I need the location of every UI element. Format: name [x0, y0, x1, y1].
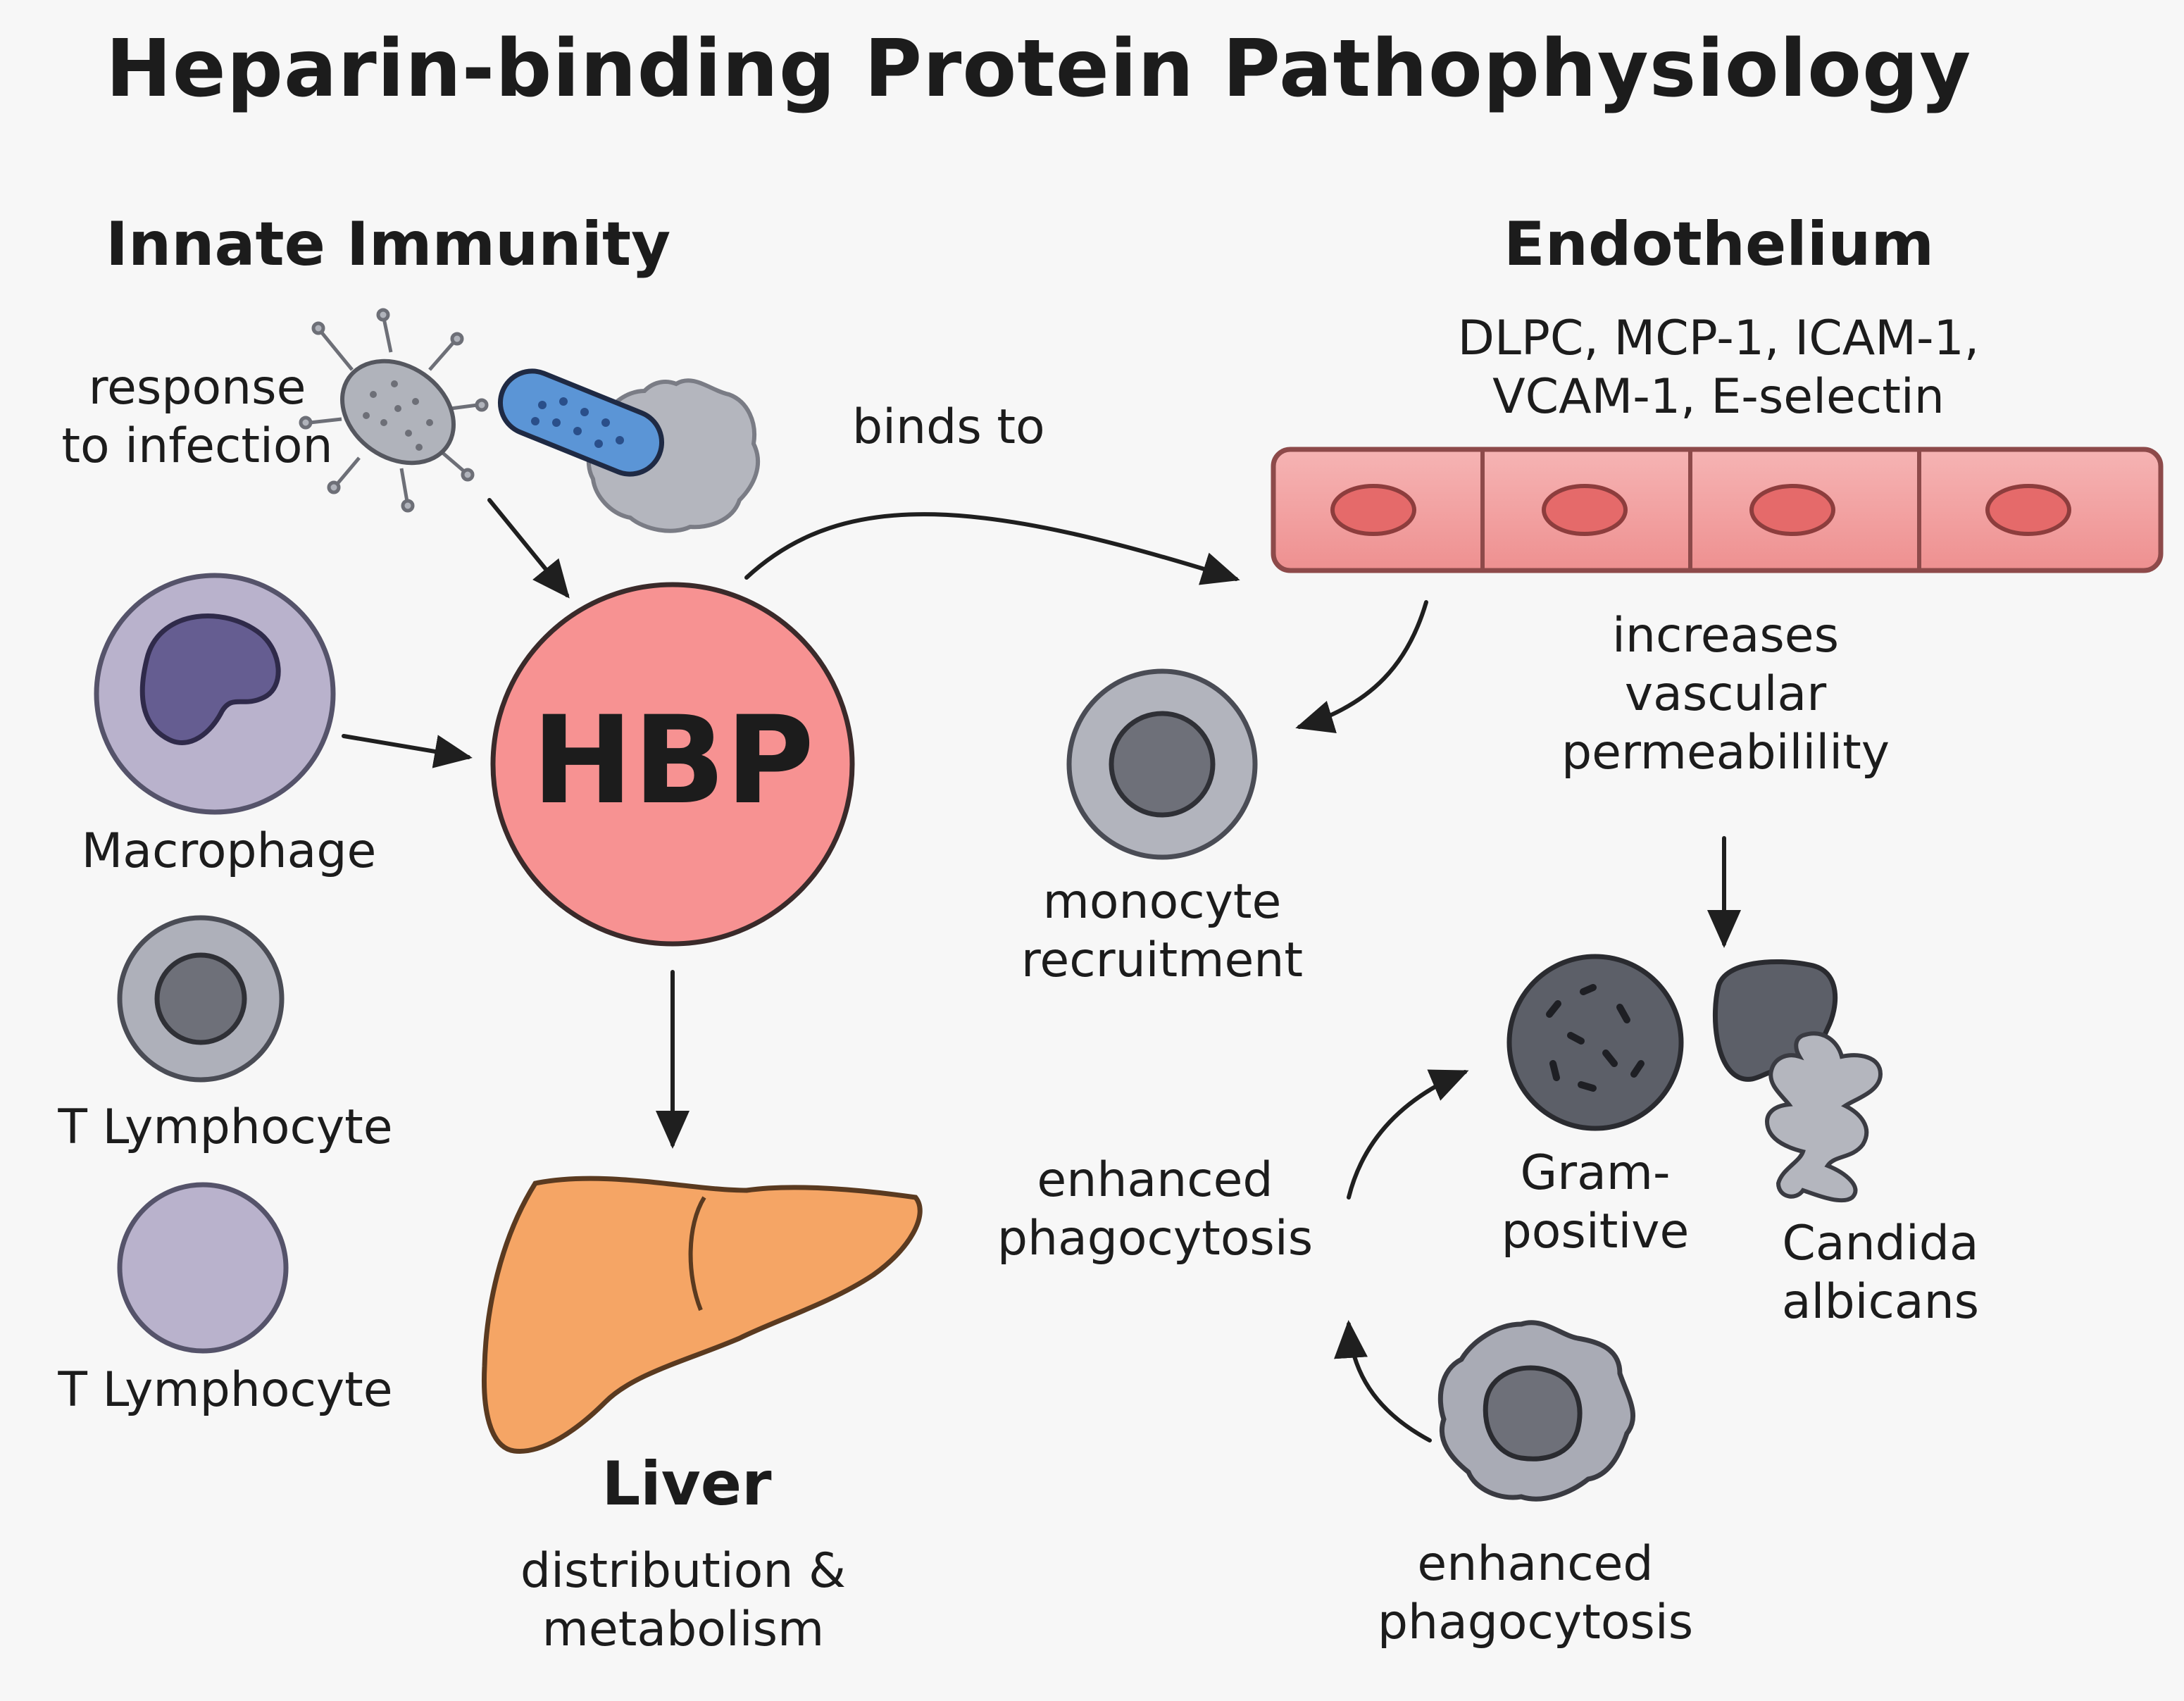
macrophage-icon	[94, 573, 336, 815]
arrow-phagocytosis-to-gram-positive	[1347, 1069, 1469, 1200]
page-title: Heparin-binding Protein Pathophysiology	[106, 23, 1972, 115]
arrow-phagocyte-to-phagocytosis	[1334, 1320, 1432, 1443]
arrow-macrophage-to-hbp	[342, 734, 473, 768]
enhanced-phagocytosis-label: enhanced phagocytosis	[972, 1152, 1338, 1269]
label-line: phagocytosis	[997, 1210, 1313, 1266]
label-line: permeabilility	[1561, 724, 1890, 780]
label-line: enhanced	[1037, 1152, 1273, 1208]
macrophage-label: Macrophage	[81, 823, 377, 879]
t-lymphocyte-icon	[117, 915, 285, 1083]
label-line: monocyte	[1042, 874, 1282, 930]
liver-label: Liver	[601, 1449, 772, 1519]
endothelial-markers-label: DLPC, MCP-1, ICAM-1, VCAM-1, E-selectin	[1430, 310, 2007, 427]
label-line: enhanced	[1417, 1536, 1654, 1592]
label-line: DLPC, MCP-1, ICAM-1,	[1457, 311, 1980, 366]
arrow-infection-to-hbp	[487, 498, 570, 599]
label-line: response	[88, 360, 306, 416]
monocyte-icon	[1066, 668, 1258, 860]
arrow-endothelium-to-monocyte	[1295, 600, 1428, 733]
enhanced-phagocytosis-label: enhanced phagocytosis	[1352, 1535, 1718, 1652]
label-line: Gram-	[1520, 1145, 1671, 1201]
rod-bacterium-icon	[497, 368, 665, 477]
label-line: Candida	[1782, 1216, 1979, 1271]
label-line: VCAM-1, E-selectin	[1492, 368, 1945, 425]
label-line: metabolism	[542, 1601, 825, 1657]
binds-to-label: binds to	[852, 399, 1045, 455]
innate-immunity-heading: Innate Immunity	[106, 209, 671, 280]
endothelium-icon	[1271, 447, 2164, 573]
gram-positive-icon	[1506, 954, 1684, 1131]
label-line: recruitment	[1021, 932, 1304, 988]
t-lymphocyte-label: T Lymphocyte	[58, 1099, 393, 1155]
response-to-infection-label: response to infection	[49, 359, 345, 476]
candida-albicans-label: Candida albicans	[1747, 1215, 2014, 1332]
vascular-permeability-label: increases vascular permeabilility	[1535, 607, 1916, 783]
t-lymphocyte-label: T Lymphocyte	[58, 1362, 393, 1418]
label-line: increases	[1611, 608, 1840, 663]
liver-caption: distribution & metabolism	[486, 1543, 880, 1659]
label-line: vascular	[1624, 666, 1827, 722]
t-lymphocyte-icon	[117, 1182, 289, 1354]
label-line: distribution &	[520, 1543, 847, 1599]
label-line: to infection	[61, 418, 333, 474]
hbp-label: HBP	[532, 690, 815, 831]
hbp-circle	[490, 582, 855, 947]
gram-positive-label: Gram- positive	[1472, 1145, 1718, 1261]
monocyte-recruitment-label: monocyte recruitment	[986, 873, 1338, 990]
phagocyte-icon	[1437, 1320, 1636, 1502]
virus-icon	[299, 308, 489, 513]
candida-albicans-icon	[1712, 959, 1883, 1203]
liver-icon	[482, 1176, 923, 1454]
label-line: phagocytosis	[1377, 1594, 1694, 1650]
label-line: positive	[1501, 1203, 1690, 1259]
arrow-hbp-to-endothelium	[744, 512, 1240, 585]
endothelium-heading: Endothelium	[1504, 209, 1935, 280]
label-line: albicans	[1781, 1273, 1980, 1330]
